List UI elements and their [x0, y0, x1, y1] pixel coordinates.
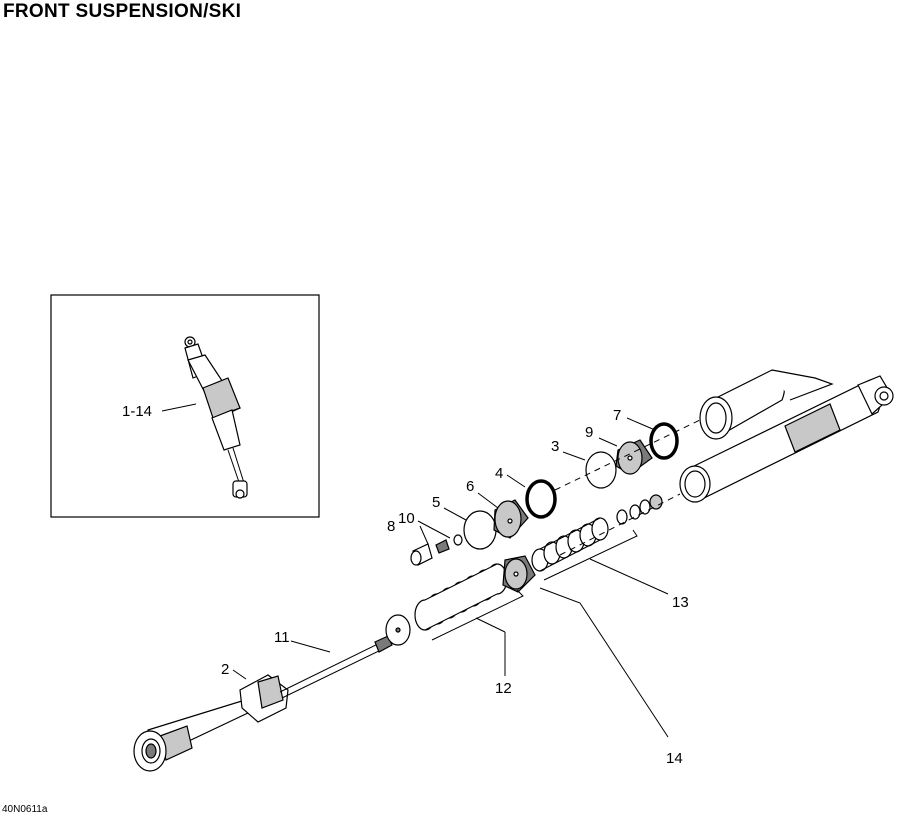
callout-11: 11: [274, 629, 290, 646]
part-4-o-ring: [525, 479, 557, 519]
part-3-seal: [585, 451, 617, 489]
part-6-reservoir-cap: [493, 499, 529, 539]
callout-10: 10: [398, 510, 415, 527]
callout-14: 14: [666, 750, 683, 767]
callout-9: 9: [585, 424, 593, 441]
part-shock-reservoir: [699, 369, 834, 440]
page-title: FRONT SUSPENSION/SKI: [3, 1, 242, 22]
part-shock-body: [679, 375, 894, 503]
callout-12: 12: [495, 680, 512, 697]
part-5-snap-ring: [463, 510, 497, 550]
figure-code: 40N0611a: [2, 804, 48, 815]
part-2-shaft-eyelet: [133, 699, 251, 772]
callout-13: 13: [672, 594, 689, 611]
part-9-floating-piston: [615, 439, 653, 475]
callout-6: 6: [466, 478, 474, 495]
inset-assembled-shock: 1-14: [50, 294, 320, 518]
part-12-shim-stack: [385, 563, 508, 646]
part-11-rod: [279, 635, 393, 699]
callout-5: 5: [432, 494, 440, 511]
callout-2: 2: [221, 661, 229, 678]
part-7-o-ring: [649, 422, 679, 460]
assembly-axis-lower: [559, 493, 681, 556]
callout-4: 4: [495, 465, 503, 482]
callout-3: 3: [551, 438, 559, 455]
inset-leader-line: [161, 403, 197, 412]
inset-shock-drawing: [184, 336, 248, 499]
callout-7: 7: [613, 407, 621, 424]
leader-lines: [232, 417, 669, 738]
part-10-valve: [435, 534, 463, 554]
inset-callout-label: 1-14: [122, 403, 152, 420]
part-washers: [616, 494, 663, 525]
part-2-nut: [239, 674, 289, 723]
part-14-piston: [502, 555, 536, 593]
callout-8: 8: [387, 518, 395, 535]
part-8-cap: [410, 543, 433, 566]
part-13-shim-stack: [531, 517, 609, 572]
assembly-axis: [554, 419, 701, 491]
